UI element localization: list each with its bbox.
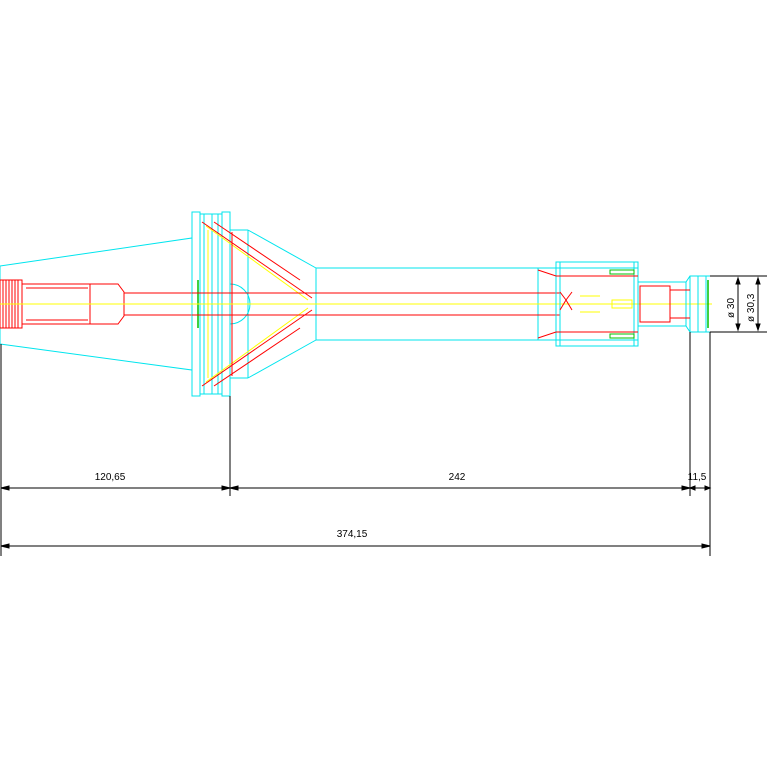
- dimension-line-overall: [0, 543, 711, 549]
- extension-lines: [0, 332, 711, 556]
- collet-nose-detail: [639, 285, 690, 323]
- diameter-dimension: [710, 275, 767, 333]
- dimension-line-collet: [688, 485, 712, 491]
- collet-nut-slots: [609, 269, 635, 339]
- outer-diameter-label: ø 30,3: [746, 293, 757, 322]
- collet-nut-detail: [537, 269, 638, 339]
- overall-length-label: 374,15: [337, 529, 368, 540]
- inner-diameter-label: ø 30: [726, 298, 737, 318]
- central-bore: [0, 292, 712, 316]
- dimension-line-extension: [229, 485, 691, 491]
- collet-length-label: 11,5: [688, 472, 707, 483]
- extension-length-label: 242: [449, 472, 466, 483]
- coolant-channels: [201, 221, 313, 387]
- collet-nose: [638, 275, 710, 333]
- dimension-line-holder: [0, 485, 231, 491]
- collet-nut-inner: [580, 295, 633, 313]
- holder-length-label: 120,65: [95, 472, 126, 483]
